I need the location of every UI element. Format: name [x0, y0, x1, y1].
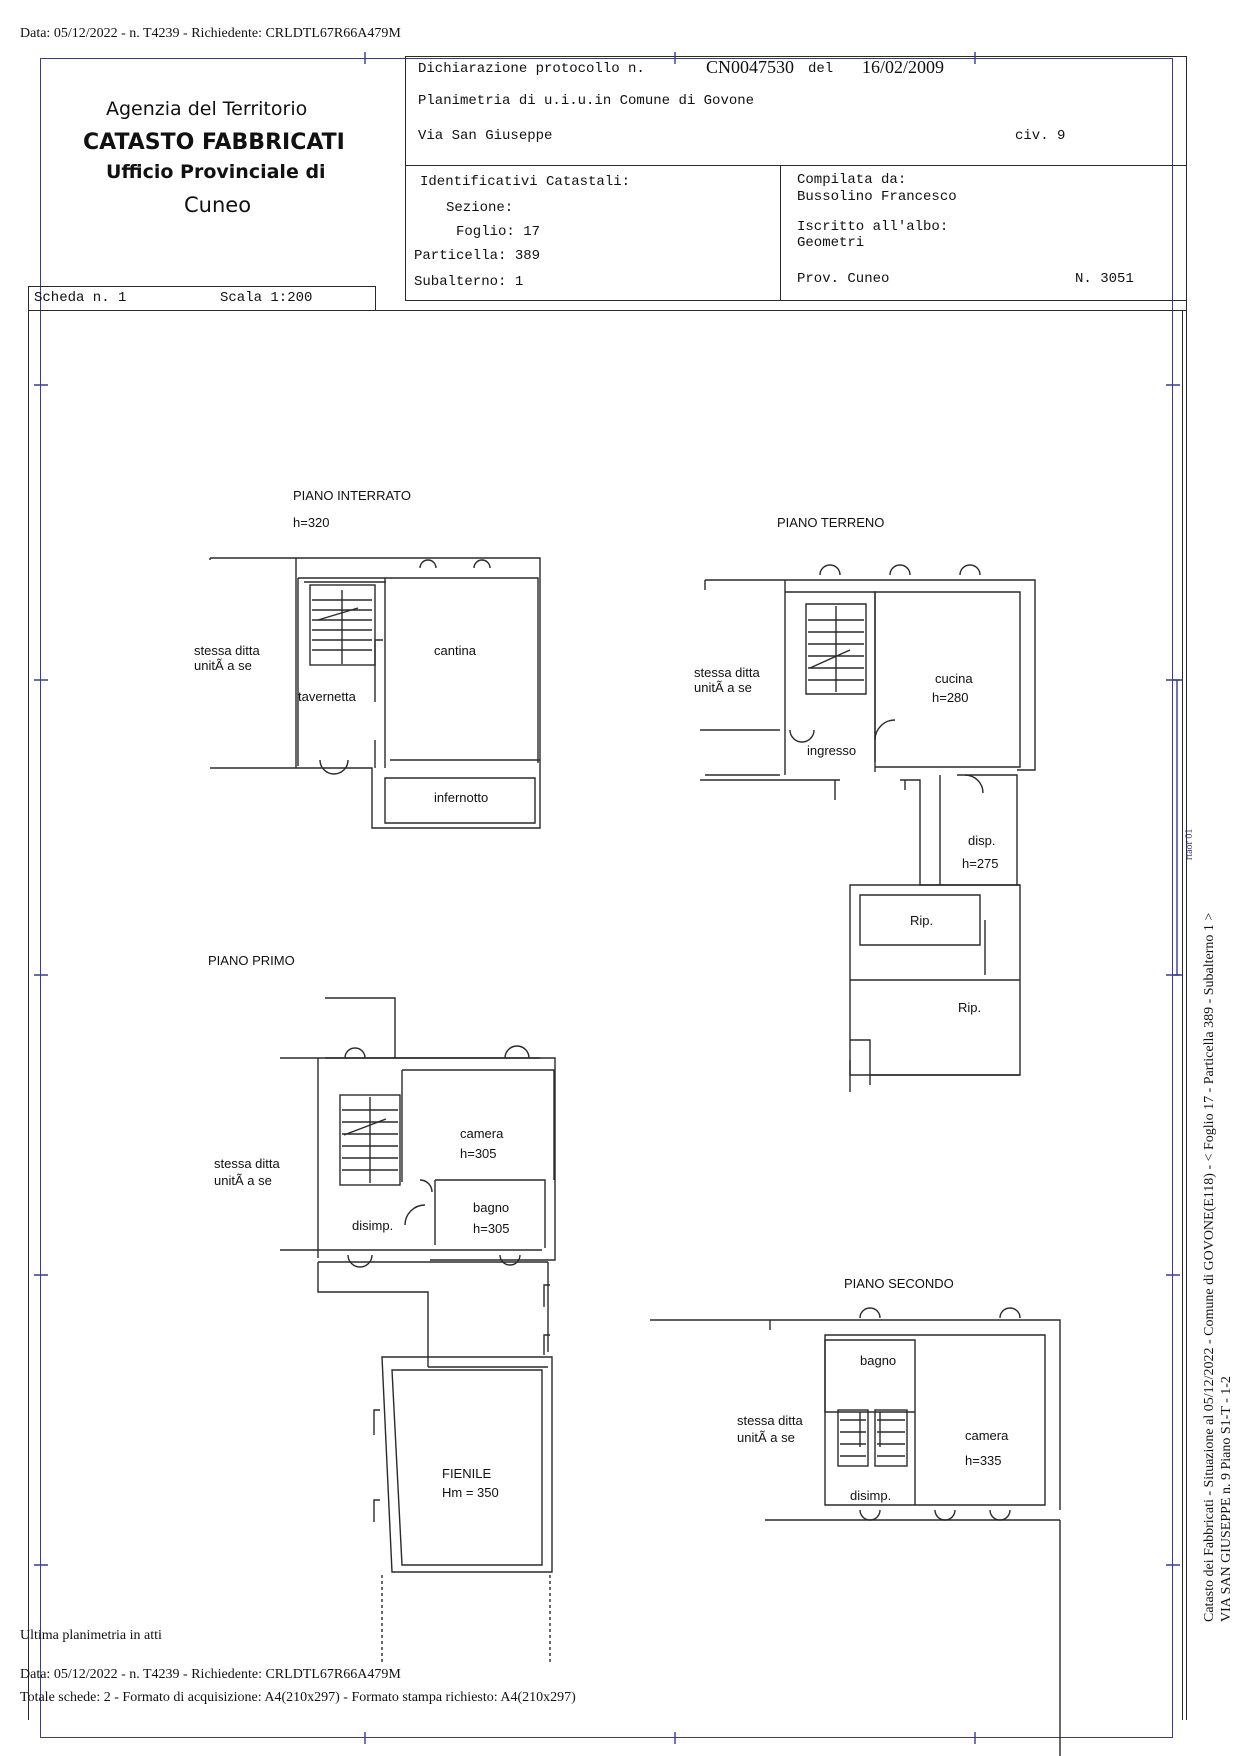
agency-line1: Agenzia del Territorio [106, 98, 308, 120]
side-note-2: VIA SAN GIUSEPPE n. 9 Piano S1-T - 1-2 [1219, 1376, 1234, 1622]
interrato-tavernetta: tavernetta [298, 689, 357, 704]
ids-left [405, 165, 406, 301]
terreno-h-disp: h=275 [962, 856, 999, 871]
agency-line2: CATASTO FABBRICATI [83, 130, 345, 155]
primo-unita: unitÃ a se [214, 1173, 272, 1188]
primo-bagno: bagno [473, 1200, 509, 1215]
drawing-right [1182, 310, 1183, 1720]
compiler-name: Bussolino Francesco [797, 189, 957, 205]
secondo-unita: unitÃ a se [737, 1430, 795, 1445]
secondo-stessa: stessa ditta [737, 1413, 804, 1428]
decl-planimetria: Planimetria di u.i.u.in Comune di Govone [418, 93, 755, 109]
ultima-planimetria: Ultima planimetria in atti [20, 1628, 162, 1643]
header-line: Data: 05/12/2022 - n. T4239 - Richiedent… [20, 26, 401, 41]
terreno-cucina: cucina [935, 671, 973, 686]
ids-foglio: Foglio: 17 [456, 224, 541, 240]
drawing-right2 [1186, 300, 1187, 1720]
decl-address: Via San Giuseppe [418, 128, 553, 144]
primo-h-camera: h=305 [460, 1146, 497, 1161]
terreno-unita: unitÃ a se [694, 680, 752, 695]
footer-line2: Totale schede: 2 - Formato di acquisizio… [20, 1690, 576, 1705]
scheda-left [28, 286, 29, 310]
primo-stessa: stessa ditta [214, 1156, 281, 1171]
frame-top [40, 58, 1173, 59]
decl-left [405, 56, 406, 166]
scheda-number: Scheda n. 1 [34, 290, 127, 306]
ids-title: Identificativi Catastali: [420, 174, 631, 190]
primo-camera: camera [460, 1126, 504, 1141]
terreno-rip1: Rip. [910, 913, 933, 928]
frame-bottom [40, 1737, 1173, 1738]
decl-top [405, 56, 1187, 57]
decl-del: del [808, 61, 834, 77]
frame-right [1172, 58, 1173, 1738]
side-stamp: rtaor 01 [1184, 828, 1195, 860]
agency-line3: Ufficio Provinciale di [106, 161, 326, 183]
compiler-n: N. 3051 [1075, 271, 1134, 287]
ids-sezione: Sezione: [446, 200, 514, 216]
compiler-prov: Prov. Cuneo [797, 271, 890, 287]
secondo-title: PIANO SECONDO [844, 1276, 954, 1291]
decl-date: 16/02/2009 [862, 57, 945, 77]
footer-line1: Data: 05/12/2022 - n. T4239 - Richiedent… [20, 1667, 401, 1682]
terreno-title: PIANO TERRENO [777, 515, 884, 530]
decl-bottom [405, 165, 1187, 166]
agency-line4: Cuneo [184, 193, 252, 217]
interrato-title: PIANO INTERRATO [293, 488, 411, 503]
compiler-albo: Geometri [797, 235, 865, 251]
decl-right [1186, 56, 1187, 301]
ids-bottom [405, 300, 1187, 301]
drawing-top [28, 310, 1186, 311]
side-note: Catasto dei Fabbricati - Situazione al 0… [1202, 912, 1217, 1622]
terreno-ingresso: ingresso [807, 743, 856, 758]
compiler-iscritto: Iscritto all'albo: [797, 219, 949, 235]
secondo-disimp: disimp. [850, 1488, 891, 1503]
terreno-disp: disp. [968, 833, 995, 848]
scheda-scale: Scala 1:200 [220, 290, 313, 306]
interrato-infernotto: infernotto [434, 790, 488, 805]
decl-prefix: Dichiarazione protocollo n. [418, 61, 645, 77]
interrato-cantina: cantina [434, 643, 477, 658]
interrato-stessa: stessa ditta [194, 643, 261, 658]
terreno-rip2: Rip. [958, 1000, 981, 1015]
primo-disimp: disimp. [352, 1218, 393, 1233]
primo-fienile: FIENILE [442, 1466, 491, 1481]
interrato-unita: unitÃ a se [194, 658, 252, 673]
frame-left [40, 58, 41, 1738]
secondo-camera: camera [965, 1428, 1009, 1443]
primo-hm: Hm = 350 [442, 1485, 499, 1500]
scheda-top [28, 286, 376, 287]
terreno-h-cucina: h=280 [932, 690, 969, 705]
scheda-right [375, 286, 376, 310]
interrato-height: h=320 [293, 515, 330, 530]
terreno-stessa: stessa ditta [694, 665, 761, 680]
decl-civ: civ. 9 [1015, 128, 1066, 144]
ids-particella: Particella: 389 [414, 248, 541, 264]
secondo-bagno: bagno [860, 1353, 896, 1368]
drawing-left [28, 310, 29, 1720]
decl-number: CN0047530 [706, 57, 795, 77]
primo-title: PIANO PRIMO [208, 953, 295, 968]
ids-subalterno: Subalterno: 1 [414, 274, 524, 290]
compiler-title: Compilata da: [797, 172, 907, 188]
ids-divider [780, 165, 781, 301]
secondo-h-camera: h=335 [965, 1453, 1002, 1468]
primo-h-bagno: h=305 [473, 1221, 510, 1236]
